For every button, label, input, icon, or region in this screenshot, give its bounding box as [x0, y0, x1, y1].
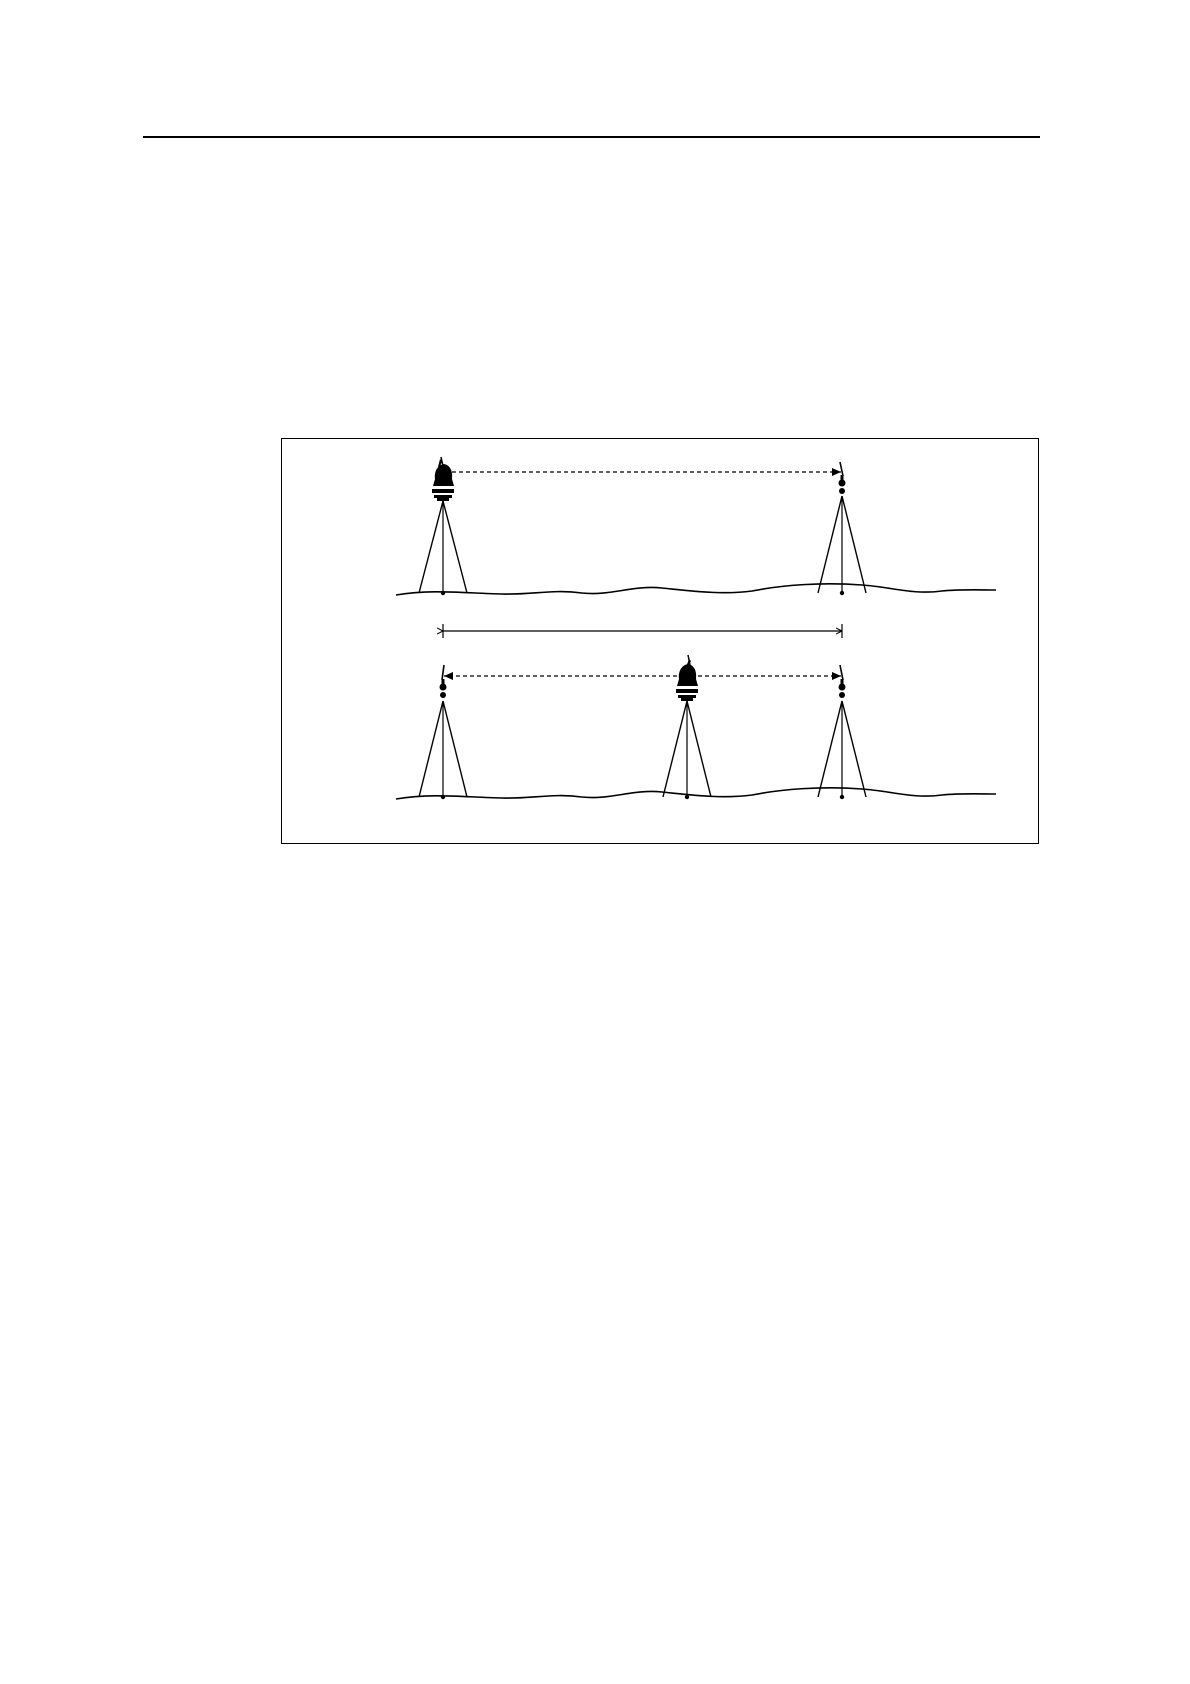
prism-icon [419, 665, 467, 799]
ground-line [396, 584, 996, 595]
top-scene [396, 457, 996, 595]
prism-icon [818, 665, 866, 799]
total-station-icon [419, 457, 467, 595]
prism-icon [818, 462, 866, 595]
figure-frame [281, 438, 1039, 844]
header-rule [143, 136, 1040, 138]
total-station-icon [663, 655, 711, 799]
bottom-scene [396, 655, 996, 799]
instrument-diagram [282, 439, 1040, 845]
ground-line [396, 788, 996, 799]
